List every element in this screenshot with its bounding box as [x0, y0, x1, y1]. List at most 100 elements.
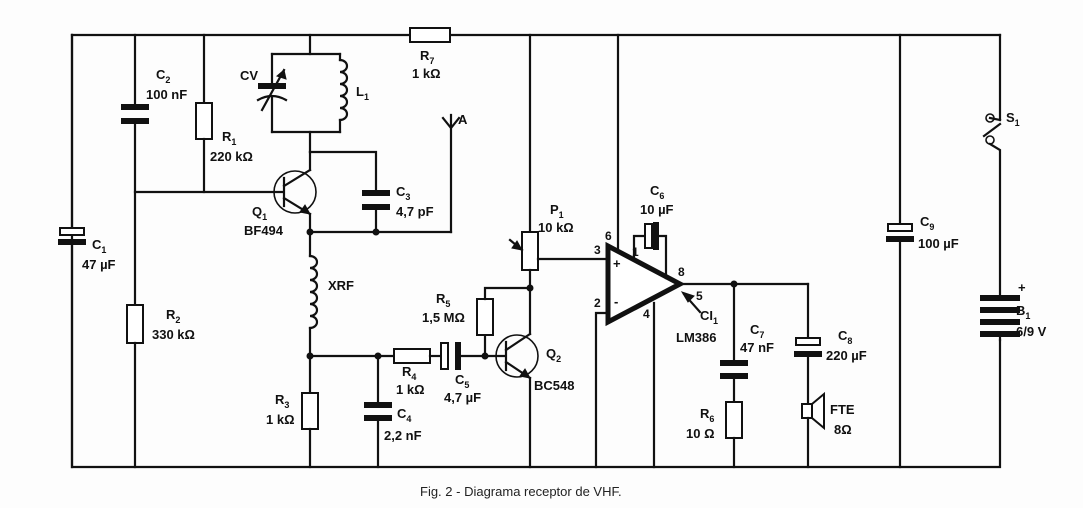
variable-capacitor-cv: CV [240, 52, 288, 134]
r7-value: 1 kΩ [412, 66, 441, 81]
c2-value: 100 nF [146, 87, 187, 102]
resistor-r1: R1 220 kΩ [195, 33, 253, 194]
speaker-fte: FTE 8Ω [801, 391, 855, 469]
fte-value: 8Ω [834, 422, 852, 437]
q1-value: BF494 [244, 223, 284, 238]
c9-idx: 9 [929, 222, 934, 232]
antenna-ref: A [458, 112, 468, 127]
q2-idx: 2 [556, 354, 561, 364]
top-rail [70, 33, 1002, 122]
r2-ref: R [166, 307, 176, 322]
r1-idx: 1 [231, 137, 236, 147]
q2-value: BC548 [534, 378, 574, 393]
c7-idx: 7 [759, 330, 764, 340]
pin-2-label: 2 [594, 296, 601, 310]
transistor-q1: Q1 BF494 [244, 150, 317, 238]
c6-idx: 6 [659, 191, 664, 201]
r5-idx: 5 [445, 299, 450, 309]
ci1-idx: 1 [713, 316, 718, 326]
s1-ref: S [1006, 110, 1015, 125]
c8-value: 220 µF [826, 348, 867, 363]
svg-text:P1: P1 [550, 202, 564, 220]
cv-ref: CV [240, 68, 258, 83]
c1-idx: 1 [101, 245, 106, 255]
svg-text:C1: C1 [92, 237, 106, 255]
b1-value: 6/9 V [1016, 324, 1047, 339]
svg-text:R7: R7 [420, 48, 434, 66]
r1-ref: R [222, 129, 232, 144]
s1-idx: 1 [1015, 118, 1020, 128]
c6-ref: C [650, 183, 660, 198]
p1-ref: P [550, 202, 559, 217]
svg-text:C2: C2 [156, 67, 170, 85]
r4-ref: R [402, 364, 412, 379]
svg-text:C4: C4 [397, 406, 411, 424]
svg-text:CI1: CI1 [700, 308, 718, 326]
pin-1-label: 1 [632, 245, 639, 259]
svg-text:R5: R5 [436, 291, 450, 309]
capacitor-c9: C9 100 µF [886, 33, 959, 469]
svg-text:C6: C6 [650, 183, 664, 201]
svg-text:C3: C3 [396, 184, 410, 202]
capacitor-c2: C2 100 nF [121, 33, 187, 307]
pin-3-label: 3 [594, 243, 601, 257]
svg-text:B1: B1 [1016, 303, 1030, 321]
r5-ref: R [436, 291, 446, 306]
r4-value: 1 kΩ [396, 382, 425, 397]
svg-text:L1: L1 [356, 84, 369, 102]
svg-text:Q2: Q2 [546, 346, 561, 364]
capacitor-c7: C7 47 nF [720, 280, 774, 404]
transistor-q2: Q2 BC548 [483, 286, 574, 469]
c2-ref: C [156, 67, 166, 82]
c5-ref: C [455, 372, 465, 387]
r2-idx: 2 [175, 315, 180, 325]
b1-idx: 1 [1025, 311, 1030, 321]
c5-value: 4,7 µF [444, 390, 481, 405]
r3-ref: R [275, 392, 285, 407]
svg-text:Q1: Q1 [252, 204, 267, 222]
c3-idx: 3 [405, 192, 410, 202]
r1-value: 220 kΩ [210, 149, 253, 164]
r6-value: 10 Ω [686, 426, 715, 441]
xrf-ref: XRF [328, 278, 354, 293]
svg-text:C8: C8 [838, 328, 852, 346]
ci1-ref: CI [700, 308, 713, 323]
svg-text:C9: C9 [920, 214, 934, 232]
c1-ref: C [92, 237, 102, 252]
antenna-a: A [441, 112, 468, 234]
tank-circuit [270, 33, 342, 154]
svg-text:R6: R6 [700, 406, 714, 424]
pin-5-label: 5 [696, 289, 703, 303]
r4-idx: 4 [411, 372, 416, 382]
b1-ref: B [1016, 303, 1025, 318]
pin-8-label: 8 [678, 265, 685, 279]
capacitor-c5: C5 4,7 µF [440, 342, 487, 405]
svg-text:R1: R1 [222, 129, 236, 147]
svg-text:R3: R3 [275, 392, 289, 410]
r2-value: 330 kΩ [152, 327, 195, 342]
battery-b1: + B1 6/9 V [980, 280, 1047, 342]
resistor-r7: R7 1 kΩ [409, 27, 451, 81]
amplifier-ci1: + - 3 2 6 4 1 8 5 CI1 LM386 [594, 33, 810, 469]
inductor-l1: L1 [338, 52, 369, 134]
capacitor-c8: C8 220 µF [794, 282, 867, 406]
c8-ref: C [838, 328, 848, 343]
q2-ref: Q [546, 346, 556, 361]
c3-ref: C [396, 184, 406, 199]
c7-ref: C [750, 322, 760, 337]
resistor-r4: R4 1 kΩ [393, 348, 443, 397]
resistor-r5: R5 1,5 MΩ [422, 286, 532, 360]
r6-idx: 6 [709, 414, 714, 424]
c2-idx: 2 [165, 75, 170, 85]
potentiometer-p1: P1 10 kΩ [508, 33, 610, 292]
fte-ref: FTE [830, 402, 855, 417]
switch-s1: S1 [982, 110, 1020, 297]
junction-dots [306, 228, 382, 360]
r7-idx: 7 [429, 56, 434, 66]
l1-idx: 1 [364, 92, 369, 102]
q1-idx: 1 [262, 212, 267, 222]
svg-text:R4: R4 [402, 364, 416, 382]
capacitor-c3: C3 4,7 pF [308, 150, 434, 234]
